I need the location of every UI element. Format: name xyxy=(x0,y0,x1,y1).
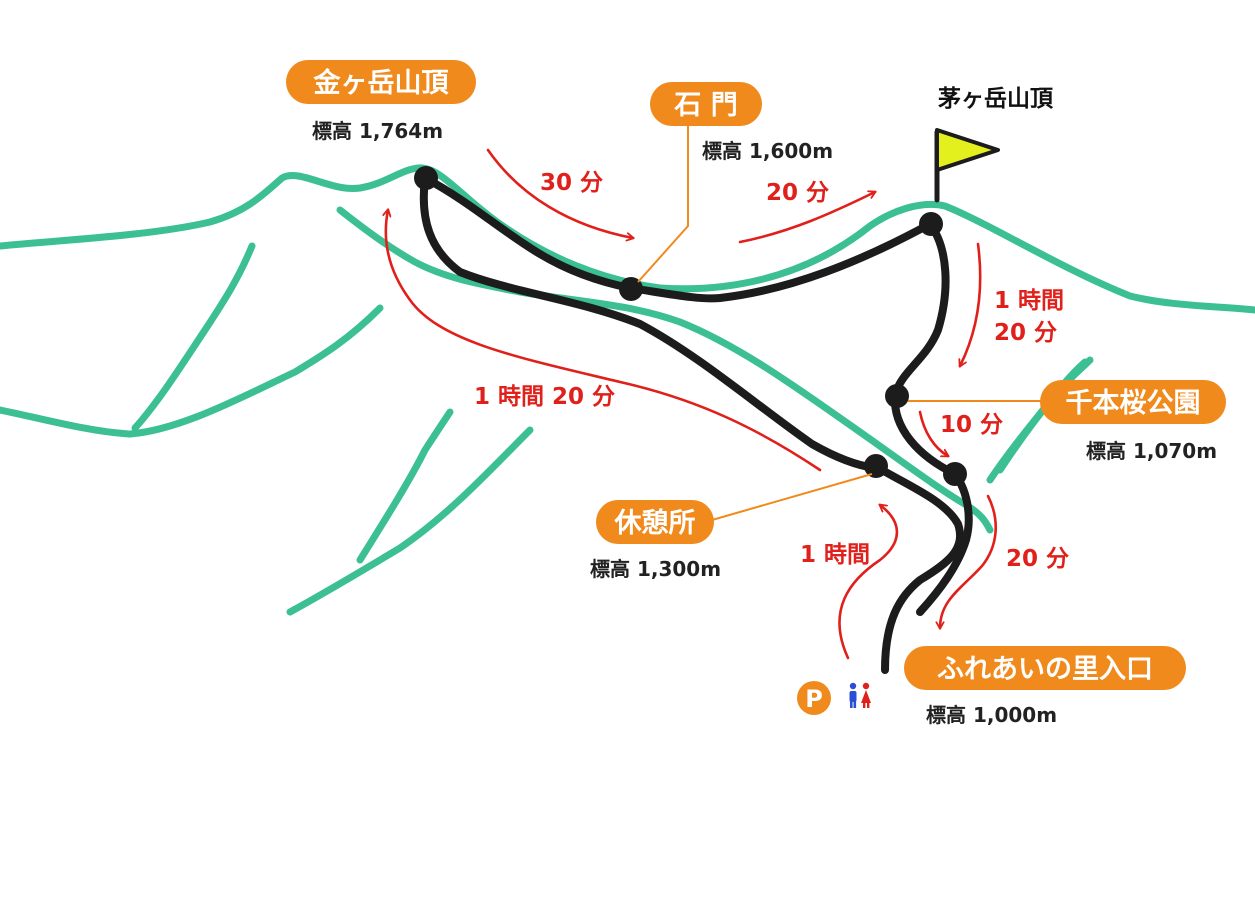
leader-lines xyxy=(637,116,1050,521)
flag-cloth xyxy=(935,128,1000,172)
trail-rest-to-entrance-a xyxy=(871,462,964,674)
pill-fureai xyxy=(904,646,1186,690)
arrow-ishimon-to-kaya xyxy=(738,192,875,244)
pill-rest-area xyxy=(596,500,714,544)
arrow-junction-to-entrance xyxy=(940,494,998,628)
pill-ishimon xyxy=(650,82,762,126)
senbonzakura-name: 千本桜公園 xyxy=(1066,388,1201,419)
trail-kaya-to-senbon xyxy=(891,220,950,400)
parking-icon-letter: P xyxy=(805,685,823,713)
main-ridge xyxy=(0,164,1255,314)
time-ishimon-to-kaya: 20 分 xyxy=(766,180,829,206)
valley-spur-a xyxy=(286,426,534,616)
arrow-parking-to-rest xyxy=(838,505,899,660)
time-senbon-to-junction: 10 分 xyxy=(940,412,1003,438)
arrow-rest-to-kana xyxy=(386,210,822,472)
label-rest-area: 休憩所 標高 1,300m xyxy=(590,500,721,581)
arrow-kaya-to-senbon xyxy=(960,242,982,366)
time-parking-to-rest: 1 時間 xyxy=(800,542,870,568)
time-rest-to-kana: 1 時間 20 分 xyxy=(474,384,615,410)
label-kayagatake: 茅ヶ岳山頂 xyxy=(938,86,1054,112)
node-kayagatake-summit xyxy=(919,212,943,236)
label-kanagatake: 金ヶ岳山頂 標高 1,764m xyxy=(286,60,476,143)
parking-icon-circle xyxy=(797,681,831,715)
rest-area-name: 休憩所 xyxy=(614,507,696,539)
ridge-lines xyxy=(0,164,1255,616)
label-senbonzakura: 千本桜公園 標高 1,070m xyxy=(1040,380,1226,463)
time-kaya-to-senbon-line2: 20 分 xyxy=(994,320,1057,346)
senbonzakura-elevation: 標高 1,070m xyxy=(1086,439,1217,463)
node-rest-area xyxy=(864,454,888,478)
time-junction-to-entrance: 20 分 xyxy=(1006,546,1069,572)
restroom-icon xyxy=(849,682,871,708)
arrow-kana-to-ishimon xyxy=(486,148,633,238)
trail-junction-to-entrance-b xyxy=(916,470,973,616)
time-kaya-to-senbon-line1: 1 時間 xyxy=(994,288,1064,314)
label-ishimon: 石 門 標高 1,600m xyxy=(650,82,833,163)
trail-nodes xyxy=(414,166,967,486)
kayagatake-name: 茅ヶ岳山頂 xyxy=(938,86,1054,112)
valley-spur-b xyxy=(356,408,454,564)
inner-ridge xyxy=(336,206,994,534)
node-senbonzakura xyxy=(885,384,909,408)
rest-area-elevation: 標高 1,300m xyxy=(590,557,721,581)
fureai-elevation: 標高 1,000m xyxy=(926,703,1057,727)
direction-arrows xyxy=(386,148,998,660)
trail-lines xyxy=(419,174,973,674)
ishimon-elevation: 標高 1,600m xyxy=(702,139,833,163)
node-junction xyxy=(943,462,967,486)
ishimon-name: 石 門 xyxy=(673,90,737,121)
label-fureai: ふれあいの里入口 標高 1,000m xyxy=(904,646,1186,727)
node-kanagatake-summit xyxy=(414,166,438,190)
pill-senbonzakura xyxy=(1040,380,1226,424)
trail-kana-to-rest xyxy=(419,174,879,472)
time-kana-to-ishimon: 30 分 xyxy=(540,170,603,196)
kanagatake-name: 金ヶ岳山頂 xyxy=(313,67,450,99)
arrow-senbon-to-junction xyxy=(918,410,948,458)
kanagatake-elevation: 標高 1,764m xyxy=(312,119,443,143)
leader-ishimon xyxy=(637,116,689,283)
parking-icon: P xyxy=(797,681,831,715)
fureai-name: ふれあいの里入口 xyxy=(937,654,1153,685)
lower-ridge-spur xyxy=(131,242,256,432)
lower-ridge xyxy=(0,304,384,438)
leader-rest-area xyxy=(711,473,873,521)
node-ishimon xyxy=(619,277,643,301)
pill-kanagatake xyxy=(286,60,476,104)
summit-flag-icon xyxy=(934,128,1000,203)
time-labels: 30 分 20 分 1 時間 20 分 10 分 1 時間 20 分 1 時間 … xyxy=(474,170,1069,572)
